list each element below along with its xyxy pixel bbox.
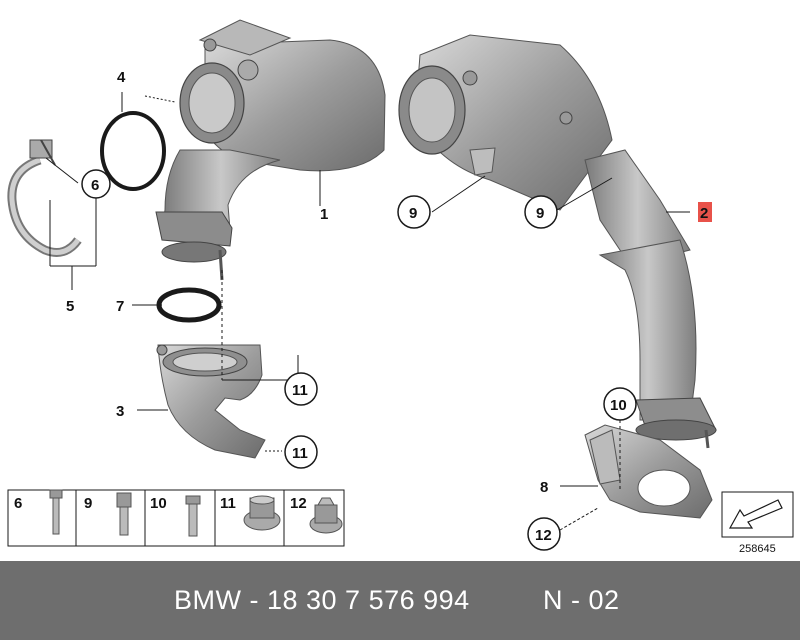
legend-label-12: 12 (290, 495, 307, 512)
callout-9a: 9 (409, 205, 417, 222)
catalytic-converter-part-1 (155, 19, 386, 281)
diagram-id-box (721, 491, 794, 538)
bolt-10-icon (185, 495, 201, 537)
elbow-pipe-part-3 (156, 344, 266, 459)
callout-1: 1 (320, 206, 328, 223)
fastener-legend: 6 9 10 11 12 (7, 489, 345, 547)
legend-label-10: 10 (150, 495, 167, 512)
leader-lines (45, 92, 690, 531)
lock-nut-12-icon (309, 497, 343, 534)
gasket-ring-part-4 (100, 111, 166, 191)
callout-11a: 11 (292, 382, 308, 399)
revision-number: N - 02 (543, 585, 620, 615)
callout-7: 7 (116, 298, 124, 315)
bracket-part-8 (584, 424, 713, 519)
callout-11b: 11 (292, 445, 308, 462)
v-band-clamp-part-5 (7, 139, 82, 257)
callout-11b-circle (284, 435, 318, 469)
callout-8: 8 (540, 479, 548, 496)
callout-9a-circle (397, 195, 431, 229)
callout-9b: 9 (536, 205, 544, 222)
callout-3: 3 (116, 403, 124, 420)
callout-9b-circle (524, 195, 558, 229)
legend-label-9: 9 (84, 495, 92, 512)
callout-2: 2 (700, 205, 708, 222)
callout-4: 4 (117, 69, 126, 86)
arrow-icon (728, 499, 783, 529)
callout-12: 12 (535, 527, 552, 544)
diagram-number: 258645 (739, 543, 776, 555)
exploded-parts-diagram: 1 2 3 4 5 6 7 8 9 9 10 11 11 12 6 9 10 (7, 19, 794, 555)
callout-6-circle (81, 169, 111, 199)
bolt-9-icon (116, 492, 132, 536)
callout-12-circle (527, 517, 561, 551)
sealing-ring-part-7 (156, 287, 222, 323)
legend-label-11: 11 (220, 495, 236, 512)
callout-10: 10 (610, 397, 627, 414)
catalytic-converter-part-2 (398, 34, 717, 449)
callout-2-highlight (698, 202, 712, 222)
flange-nut-11-icon (243, 495, 281, 531)
callout-6: 6 (91, 177, 99, 194)
part-number: BMW - 18 30 7 576 994 (174, 585, 470, 615)
callout-10-circle (603, 387, 637, 421)
footer-bar: BMW - 18 30 7 576 994 N - 02 (0, 561, 800, 640)
callout-11a-circle (284, 372, 318, 406)
callout-5: 5 (66, 298, 74, 315)
legend-label-6: 6 (14, 495, 22, 512)
bolt-6-icon (49, 489, 63, 535)
